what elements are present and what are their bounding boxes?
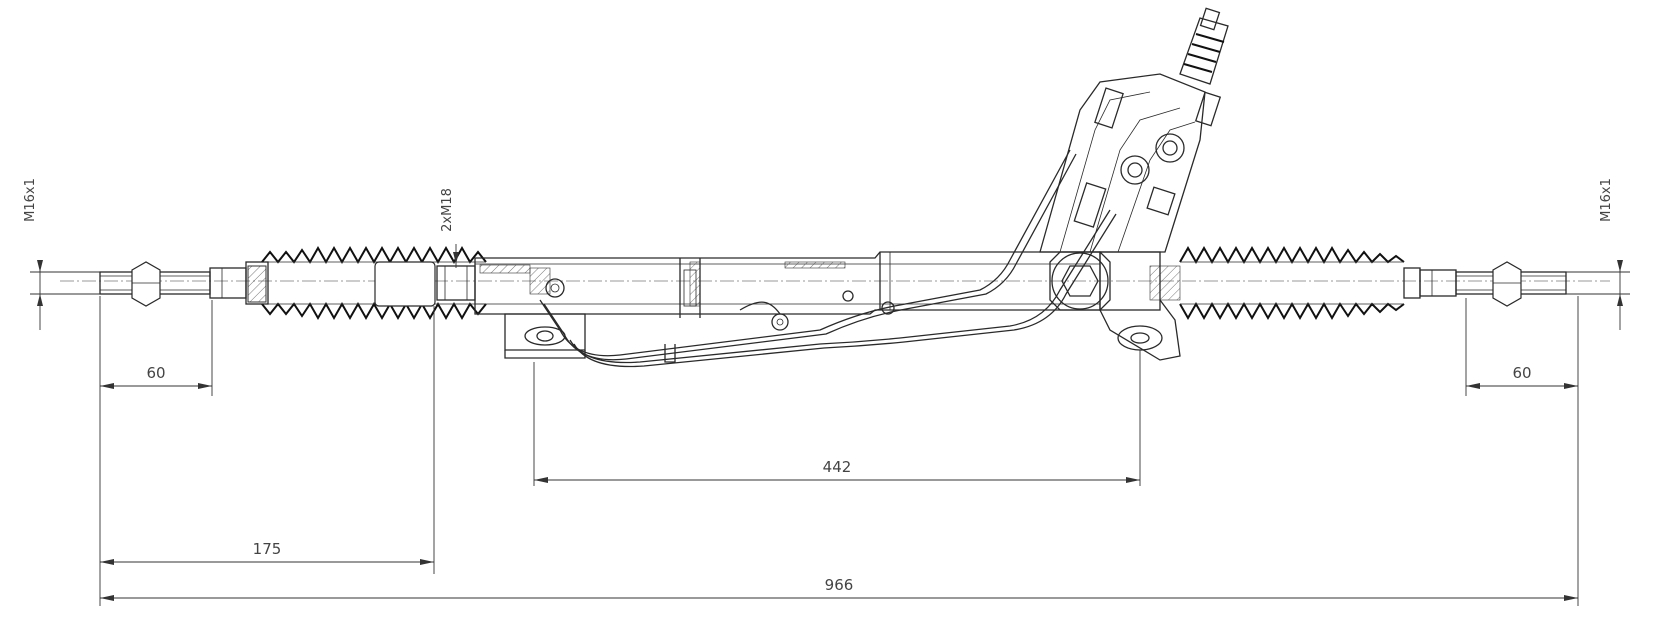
thread-label-inner: 2xM18 xyxy=(440,188,455,232)
right-bellows xyxy=(1179,245,1421,321)
right-tie-rod-end xyxy=(1419,261,1567,307)
dimension-lines xyxy=(30,244,1630,606)
dim-overall: 966 xyxy=(825,576,854,594)
dim-right-end: 60 xyxy=(1512,364,1531,382)
left-bellows xyxy=(245,245,487,321)
thread-label-left: M16x1 xyxy=(23,178,38,222)
dim-left-end: 60 xyxy=(146,364,165,382)
left-tie-rod-end xyxy=(99,261,247,307)
thread-label-right: M16x1 xyxy=(1599,178,1614,222)
dim-mounting: 442 xyxy=(823,458,852,476)
hydraulic-pipes xyxy=(539,149,1117,368)
rack-housing xyxy=(474,251,1181,318)
dim-left-offset: 175 xyxy=(253,540,282,558)
right-mount-bushing xyxy=(1049,251,1181,361)
valve-housing xyxy=(1039,7,1229,253)
